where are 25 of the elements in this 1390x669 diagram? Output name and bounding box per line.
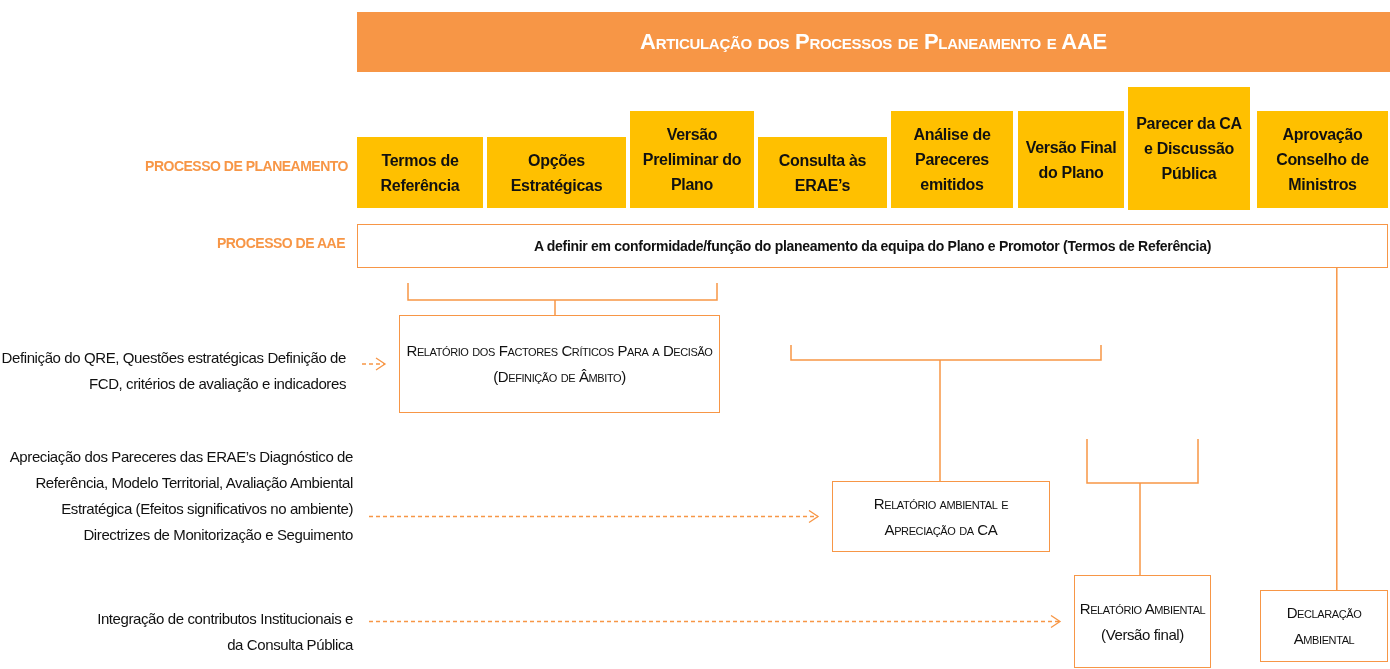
process-box: Parecer da CA e Discussão Pública xyxy=(1128,87,1250,210)
box-text: Relatório Ambiental xyxy=(1079,598,1206,619)
process-band: A definir em conformidade/função do planeamento da equipa do Plano e Promotor (Termos de Referência) xyxy=(357,224,1388,268)
connector-line xyxy=(1336,267,1338,591)
row-label: PROCESSO DE PLANEAMENTO xyxy=(145,158,348,174)
process-box: Versão Final do Plano xyxy=(1018,111,1124,208)
report-box xyxy=(1074,575,1211,668)
arrow xyxy=(368,509,819,524)
note-text: Apreciação dos Pareceres das ERAE’s Diagnóstico de Referência, Modelo Territorial, Avaliação Ambiental Estratégica (Efeitos significativos no ambiente) Directrizes de Monitorização e Seguimento xyxy=(0,430,357,562)
note-text: Integração de contributos Institucionais e da Consulta Pública xyxy=(90,594,357,669)
report-box: Relatório ambiental e Apreciação da CA xyxy=(832,481,1050,552)
report-box: Relatório dos Factores Críticos Para a Decisão (Definição de Âmbito) xyxy=(399,315,720,413)
report-box: Declaração Ambiental xyxy=(1260,590,1388,662)
note-text: Definição do QRE, Questões estratégicas Definição de FCD, critérios de avaliação e indicadores xyxy=(0,330,350,412)
row-label: PROCESSO DE AAE xyxy=(216,235,345,251)
box-text: (Versão final) xyxy=(1101,624,1184,645)
process-box: Termos de Referência xyxy=(357,137,483,208)
arrow xyxy=(361,357,386,371)
process-box: Consulta às ERAE’s xyxy=(758,137,887,208)
process-box: Aprovação Conselho de Ministros xyxy=(1257,111,1388,208)
process-box: Análise de Pareceres emitidos xyxy=(891,111,1013,208)
process-box: Opções Estratégicas xyxy=(487,137,626,208)
arrow xyxy=(368,614,1061,629)
process-box: Versão Preliminar do Plano xyxy=(630,111,754,208)
title-banner: Articulação dos Processos de Planeamento e AAE xyxy=(357,12,1390,72)
